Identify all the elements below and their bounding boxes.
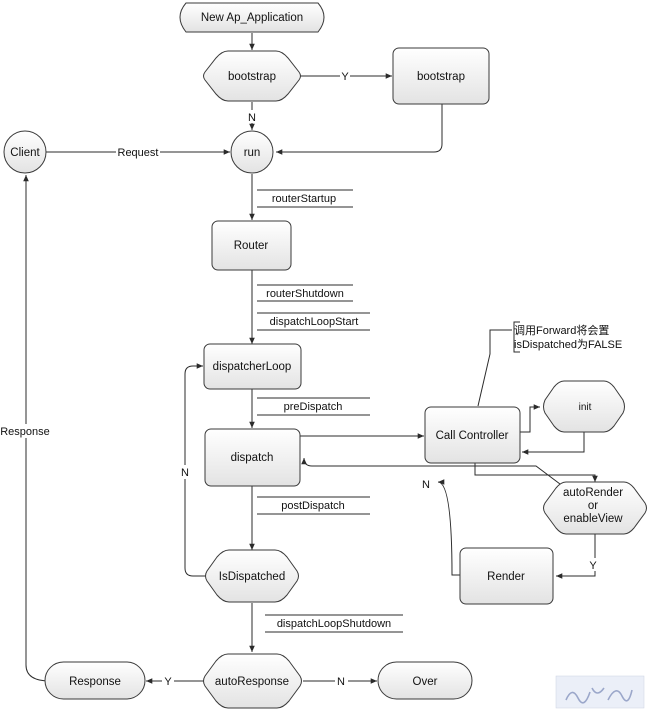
node-response-label: Response [69,676,121,688]
node-router[interactable]: Router [211,220,292,271]
svg-text:N: N [181,467,189,479]
hook-dispatch-loop-shutdown-label: dispatchLoopShutdown [277,618,391,630]
node-render[interactable]: Render [459,547,554,605]
edge-bootstrap-to-run [276,104,443,155]
hook-pre-dispatch: preDispatch [257,397,370,416]
node-bootstrap-decision[interactable]: bootstrap [203,50,301,102]
label-bootstrap-no: N [246,110,258,124]
node-is-dispatched-label: IsDispatched [219,571,285,583]
edge-render-to-dispatch [437,479,460,576]
node-response[interactable]: Response [44,661,146,700]
node-router-label: Router [234,240,269,252]
node-dispatch-label: dispatch [231,452,274,464]
node-auto-render[interactable]: autoRender or enableView [543,481,647,535]
node-new-application[interactable]: New Ap_Application [179,2,325,33]
label-render-yes: Y [587,558,599,572]
label-loop-no: N [180,465,191,479]
label-bootstrap-yes: Y [340,69,350,83]
svg-text:Request: Request [118,147,159,159]
edge-autorender-yes [556,534,596,579]
annotation-forward-note: 调用Forward将会置 isDispatched为FALSE [513,321,622,353]
label-auto-response-no: N [335,674,348,688]
edge-init-to-controller [522,432,585,455]
node-auto-render-line3: enableView [563,513,623,525]
label-request: Request [116,145,160,159]
node-render-label: Render [487,571,525,583]
svg-text:Y: Y [164,676,172,688]
node-bootstrap-decision-label: bootstrap [228,71,276,83]
hook-router-shutdown: routerShutdown [257,284,353,302]
node-auto-render-line1: autoRender [563,487,623,499]
watermark-seal [555,675,645,709]
node-dispatcher-loop-label: dispatcherLoop [213,361,292,373]
node-is-dispatched[interactable]: IsDispatched [205,549,299,603]
label-auto-response-yes: Y [162,674,174,688]
svg-text:Y: Y [341,71,349,83]
node-auto-response[interactable]: autoResponse [203,653,302,709]
node-new-application-label: New Ap_Application [201,12,303,24]
edge-controller-to-init [520,404,540,433]
hook-dispatch-loop-start: dispatchLoopStart [257,312,370,331]
svg-text:N: N [422,479,430,491]
svg-text:N: N [337,676,345,688]
node-init-label: init [579,402,592,413]
edge-controller-to-autorender [474,463,598,482]
hook-post-dispatch: postDispatch [257,496,370,515]
node-dispatch[interactable]: dispatch [204,428,301,487]
node-client-label: Client [10,147,40,159]
node-over[interactable]: Over [377,661,473,700]
node-call-controller-label: Call Controller [436,430,509,442]
svg-text:Response: Response [0,426,50,438]
hook-router-startup-label: routerStartup [272,193,336,205]
edge-autorender-no [301,457,561,485]
label-response-left: Response [0,424,52,438]
hook-router-shutdown-label: routerShutdown [266,288,344,300]
node-call-controller[interactable]: Call Controller [424,406,521,464]
hook-dispatch-loop-shutdown: dispatchLoopShutdown [265,614,403,633]
svg-text:Y: Y [589,560,597,572]
hook-pre-dispatch-label: preDispatch [284,401,343,413]
node-init[interactable]: init [543,380,625,433]
hook-router-startup: routerStartup [257,189,353,208]
hook-dispatch-loop-start-label: dispatchLoopStart [270,316,359,328]
node-over-label: Over [413,676,438,688]
node-bootstrap-process-label: bootstrap [417,71,465,83]
svg-text:N: N [248,112,256,124]
node-auto-response-label: autoResponse [215,676,289,688]
annotation-line2: isDispatched为FALSE [514,338,622,351]
node-bootstrap-process[interactable]: bootstrap [392,47,490,105]
node-run[interactable]: run [230,130,274,174]
node-auto-render-line2: or [588,500,598,512]
hook-post-dispatch-label: postDispatch [281,500,345,512]
node-client[interactable]: Client [3,130,47,174]
annotation-callout-line [477,329,512,407]
label-render-no: N [420,478,432,491]
node-run-label: run [244,147,261,159]
annotation-line1: 调用Forward将会置 [514,324,609,337]
node-dispatcher-loop[interactable]: dispatcherLoop [203,343,302,390]
